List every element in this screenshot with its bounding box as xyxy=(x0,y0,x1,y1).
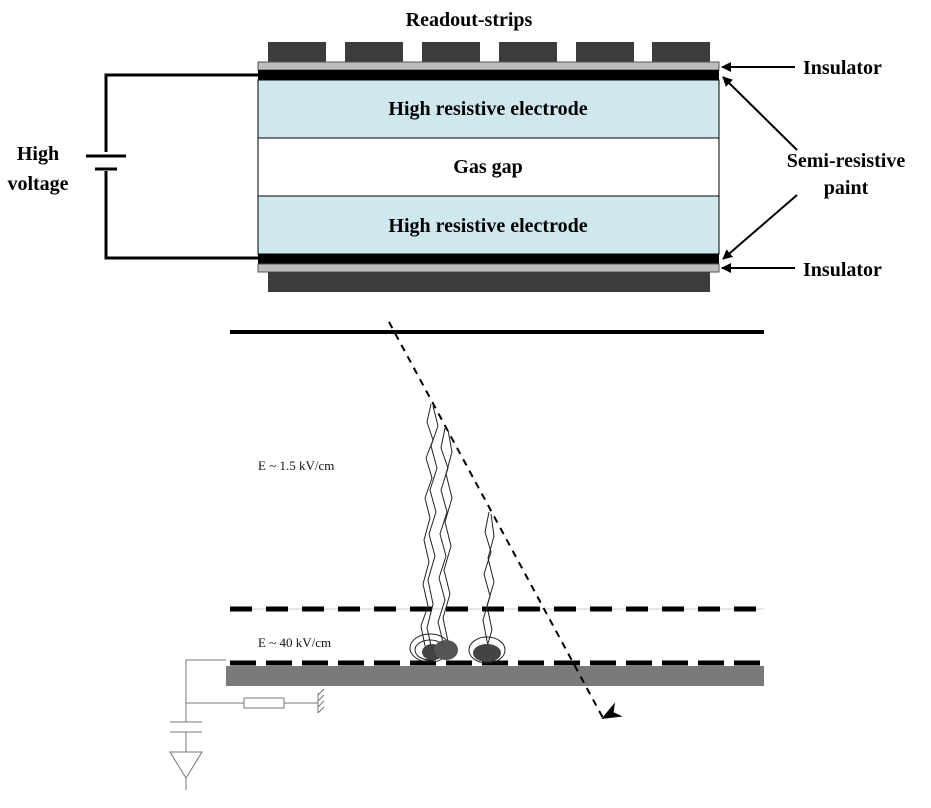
hv-wire-top xyxy=(104,73,258,152)
readout-strip xyxy=(422,42,480,62)
top-electrode xyxy=(257,79,720,139)
gas-gap-label: Gas gap xyxy=(453,156,522,178)
avalanche-sketch: E ~ 1.5 kV/cm E ~ 40 kV/cm xyxy=(169,321,764,790)
readout-strip xyxy=(345,42,403,62)
insulator-top-label: Insulator xyxy=(803,57,882,79)
amp-field-label: E ~ 40 kV/cm xyxy=(258,635,331,650)
top-electrode-label: High resistive electrode xyxy=(388,98,587,120)
avalanche-cluster xyxy=(468,636,506,664)
streamer-2b xyxy=(442,429,453,647)
top-insulator-layer xyxy=(257,61,720,71)
avalanche-clusters xyxy=(409,633,506,664)
paint-arrow-top xyxy=(722,76,798,151)
semi-resistive-label-line2: paint xyxy=(824,177,869,199)
streamer-2 xyxy=(437,427,449,647)
avalanche-streamers xyxy=(420,403,495,651)
bottom-electrode-label: High resistive electrode xyxy=(388,215,587,237)
streamer-3 xyxy=(482,511,492,647)
drift-field-label: E ~ 1.5 kV/cm xyxy=(258,458,334,473)
readout-strip xyxy=(268,42,326,62)
resistor-icon xyxy=(243,697,285,709)
high-voltage-label-line2: voltage xyxy=(7,173,68,195)
streamer-3b xyxy=(485,513,495,651)
gas-gap xyxy=(257,137,720,197)
streamer-1b xyxy=(426,405,439,651)
readout-strips xyxy=(268,42,710,62)
readout-circuit xyxy=(169,659,325,790)
high-voltage-circuit xyxy=(86,73,258,260)
bottom-insulator-layer xyxy=(257,263,720,273)
readout-strip xyxy=(652,42,710,62)
readout-strip xyxy=(576,42,634,62)
readout-strip xyxy=(499,42,557,62)
particle-track-arrow xyxy=(388,321,623,719)
ground-triangle-icon xyxy=(169,751,203,779)
circuit-wire-main xyxy=(185,659,226,722)
readout-strips-label: Readout-strips xyxy=(406,9,533,31)
bottom-electrode xyxy=(257,195,720,255)
top-semi-resistive-paint xyxy=(258,70,719,80)
ground-plane-strip xyxy=(268,272,710,292)
avalanche-cluster xyxy=(473,644,501,662)
bottom-semi-resistive-paint xyxy=(258,254,719,264)
high-voltage-label-line1: High xyxy=(17,143,59,165)
readout-plate xyxy=(226,666,764,686)
semi-resistive-label-line1: Semi-resistive xyxy=(787,150,906,172)
hv-wire-bottom xyxy=(104,171,258,260)
avalanche-cluster xyxy=(434,640,458,660)
rpc-cross-section: Readout-strips High resistive electrode … xyxy=(7,9,905,292)
ground-hatch-icon xyxy=(317,688,325,714)
insulator-bottom-label: Insulator xyxy=(803,259,882,281)
paint-arrow-bottom xyxy=(722,194,798,260)
